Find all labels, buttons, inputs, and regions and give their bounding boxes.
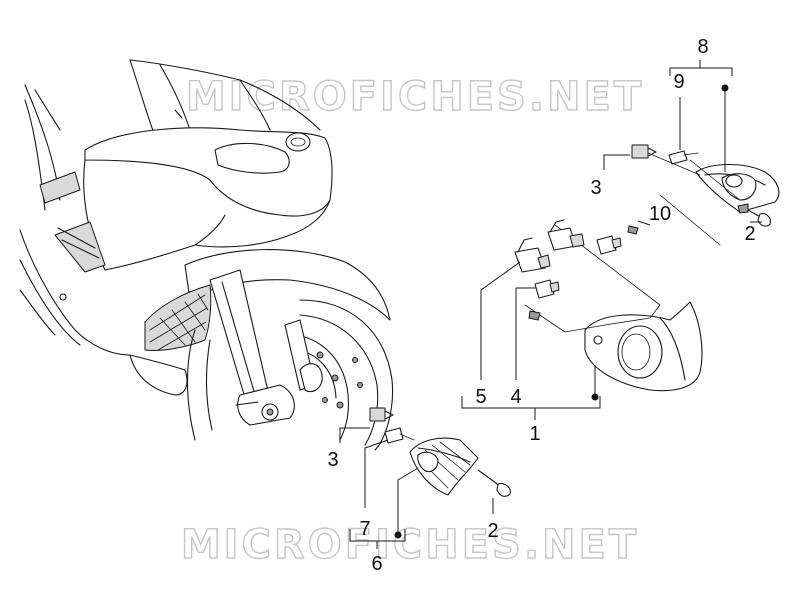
leader-4 (515, 287, 536, 380)
clip-nut-lower (369, 407, 394, 422)
watermark-bottom: MICROFICHES.NET (181, 522, 639, 568)
watermark-top: MICROFICHES.NET (186, 74, 644, 120)
screw-lower-2 (477, 469, 511, 497)
bulb-halogen-1 (514, 237, 551, 273)
leader-3-upper (603, 154, 630, 170)
adjust-screw-upper (627, 225, 639, 235)
brake-disc (289, 334, 349, 441)
callout-2-lower: 2 (487, 520, 498, 542)
tyre-left (187, 329, 196, 441)
callout-6: 6 (371, 553, 382, 575)
side-vent-upper (39, 171, 81, 204)
screw-upper-9 (668, 150, 699, 165)
leader-10 (637, 220, 651, 226)
adjust-screw-lower (528, 310, 541, 321)
turn-signal-left-lens (417, 451, 439, 473)
leader-3-lower (339, 427, 370, 443)
callout-7: 7 (359, 518, 370, 540)
callout-2-upper: 2 (744, 223, 755, 245)
clip-nut-upper (631, 144, 657, 159)
exploded-guide (524, 224, 661, 333)
callout-8: 8 (697, 36, 708, 58)
assembly-line-upper (647, 152, 741, 201)
turn-signal-left (409, 437, 479, 496)
leader-7 (364, 439, 389, 508)
callout-3-upper: 3 (590, 177, 601, 199)
callout-group-8: 8 9 (669, 36, 733, 172)
front-fender (184, 249, 391, 321)
bulb-small-1 (596, 235, 622, 255)
headlight-lens (617, 325, 663, 379)
headlight-assembly (584, 301, 703, 392)
leader-5 (480, 261, 521, 380)
callout-3-lower: 3 (327, 449, 338, 471)
callout-10: 10 (649, 203, 671, 225)
turn-signal-right (695, 164, 780, 214)
callout-group-6: 7 6 (349, 439, 419, 575)
callout-5: 5 (475, 386, 486, 408)
callout-group-1: 5 4 1 (461, 261, 601, 445)
bulb-halogen-2 (547, 219, 585, 251)
fairing-vent (214, 142, 290, 174)
callout-4: 4 (510, 386, 521, 408)
screw-upper-2 (747, 209, 771, 227)
front-light (285, 132, 311, 152)
fork-leg (209, 269, 271, 409)
callout-9: 9 (673, 71, 684, 93)
screw-lower-7 (384, 427, 415, 444)
callout-1: 1 (529, 423, 540, 445)
side-vent-lower (54, 221, 106, 273)
bulb-small-2 (534, 279, 560, 299)
motorcycle-front (19, 59, 394, 451)
